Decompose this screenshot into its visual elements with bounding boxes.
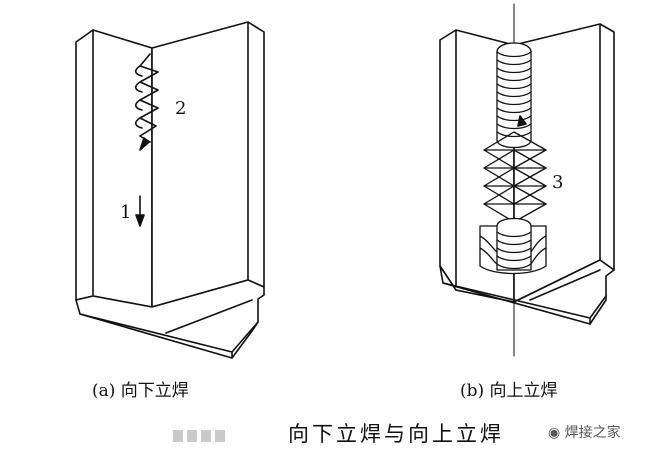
panel-b-drawing — [439, 3, 615, 357]
wechat-icon: ◉ — [548, 425, 561, 441]
base-plate-a — [75, 279, 265, 359]
watermark: ◉ 焊接之家 — [548, 422, 621, 442]
label-1: 1 — [120, 202, 131, 223]
weave-arrowhead — [139, 137, 150, 151]
blurred-logo — [173, 427, 243, 442]
figure-title: 向下立焊与向上立焊 — [288, 422, 504, 446]
watermark-text: 焊接之家 — [564, 425, 621, 441]
base-plate-b — [439, 259, 615, 325]
left-plate-a — [75, 29, 153, 308]
caption-b: (b) 向上立焊 — [460, 381, 558, 401]
caption-a: (a) 向下立焊 — [92, 381, 189, 401]
label-2: 2 — [175, 98, 186, 119]
panel-a-drawing — [75, 21, 265, 359]
label-3: 3 — [552, 172, 563, 193]
weld-beads-lower — [479, 217, 547, 275]
